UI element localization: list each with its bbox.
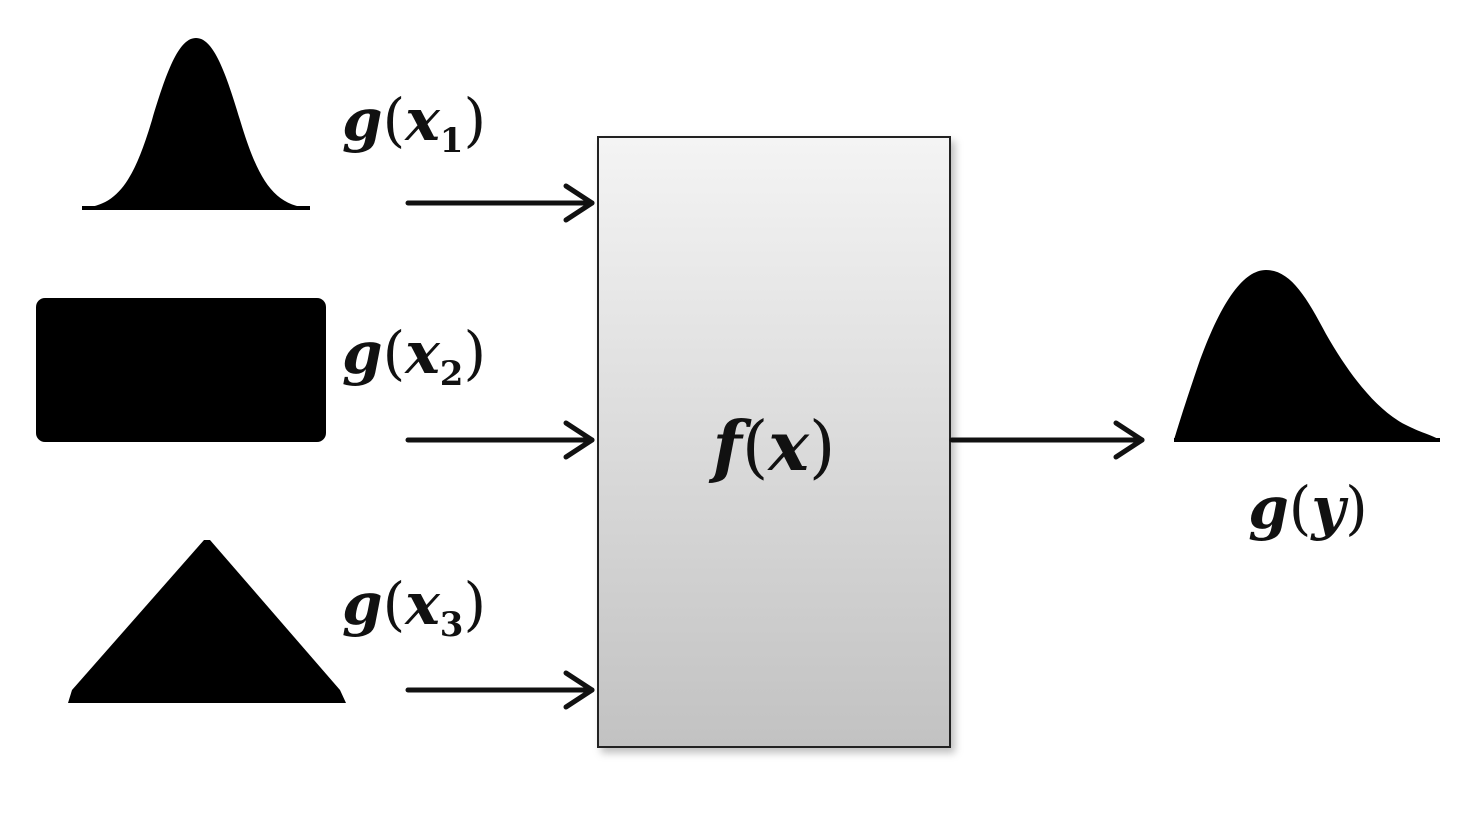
input-2-arrow [405, 420, 595, 460]
function-label: f(x) [709, 407, 836, 487]
input-3-label: g(x3) [342, 570, 486, 645]
input-1-label: g(x1) [342, 86, 486, 161]
input-2-label: g(x2) [342, 319, 486, 394]
input-1-arrow [405, 183, 595, 223]
output-skewed-curve-shape [1174, 270, 1440, 440]
input-1-bell-curve-shape [82, 38, 310, 208]
input-3-arrow [405, 670, 595, 710]
input-2-rectangle-shape [36, 298, 326, 442]
output-label: g(y) [1248, 474, 1368, 542]
output-arrow [949, 420, 1145, 460]
input-3-triangle-shape [68, 540, 346, 703]
function-box [597, 136, 951, 748]
